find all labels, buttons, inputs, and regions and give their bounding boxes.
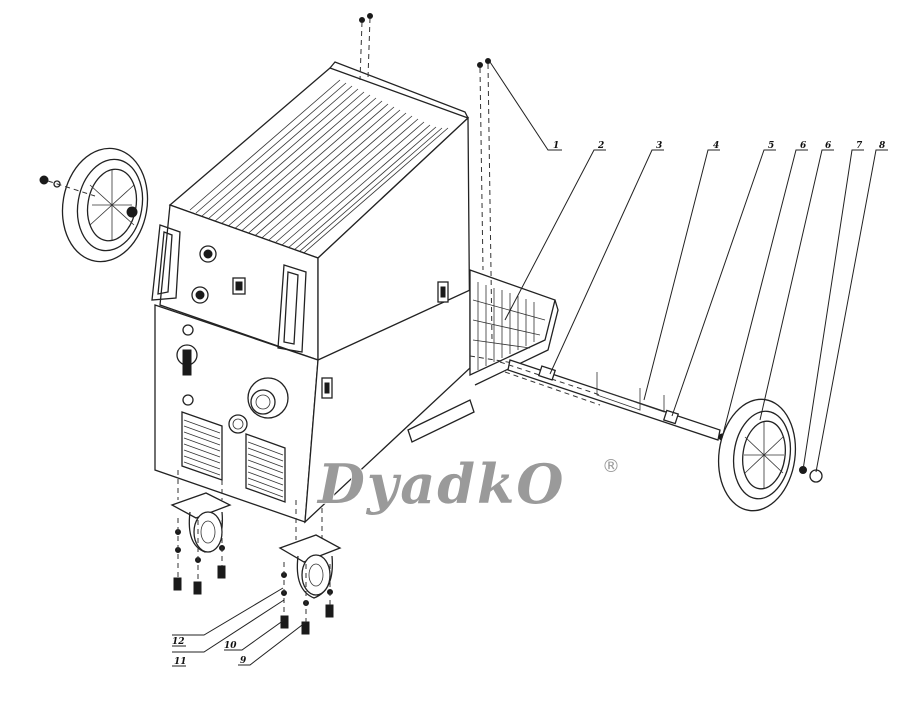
gas-connector (228, 414, 248, 434)
screw-1a (477, 62, 483, 68)
rear-wheel-left (39, 147, 149, 263)
front-vent-right (245, 433, 286, 503)
callout-3: 3 (656, 141, 662, 151)
front-vent-left (181, 411, 223, 481)
registered-mark: ® (602, 456, 620, 477)
axle-bushing-left (537, 365, 557, 381)
screw-1b (485, 58, 491, 64)
callout-12: 12 (172, 637, 185, 647)
callout-6b: 6 (825, 141, 832, 151)
brand-watermark: DyadkO ® (315, 451, 620, 517)
callout-2: 2 (597, 141, 604, 151)
callout-labels: 1 2 3 4 5 6 6 7 8 9 10 11 12 (172, 141, 886, 667)
axle-bushing-right (662, 409, 680, 425)
callout-11: 11 (174, 657, 187, 667)
top-screws (359, 13, 493, 341)
welder-machine-body (151, 61, 475, 524)
callout-5: 5 (768, 141, 774, 151)
front-caster-left (170, 470, 232, 595)
callout-10: 10 (224, 641, 237, 651)
callout-9: 9 (240, 656, 247, 666)
indicator-lamp (182, 324, 194, 336)
rear-wheel-right (717, 398, 823, 512)
callout-8: 8 (879, 141, 886, 151)
front-handle-left (151, 224, 181, 301)
rear-axle-assembly (469, 355, 726, 441)
watermark-text: DyadkO (316, 452, 565, 516)
callout-4: 4 (713, 141, 719, 151)
callout-6a: 6 (800, 141, 807, 151)
top-vent-grille (189, 79, 449, 259)
front-handle-right (277, 264, 307, 353)
wheel-nut-left (39, 175, 49, 185)
callout-7: 7 (856, 141, 863, 151)
callout-1: 1 (553, 141, 559, 151)
front-caster-right (278, 500, 342, 635)
